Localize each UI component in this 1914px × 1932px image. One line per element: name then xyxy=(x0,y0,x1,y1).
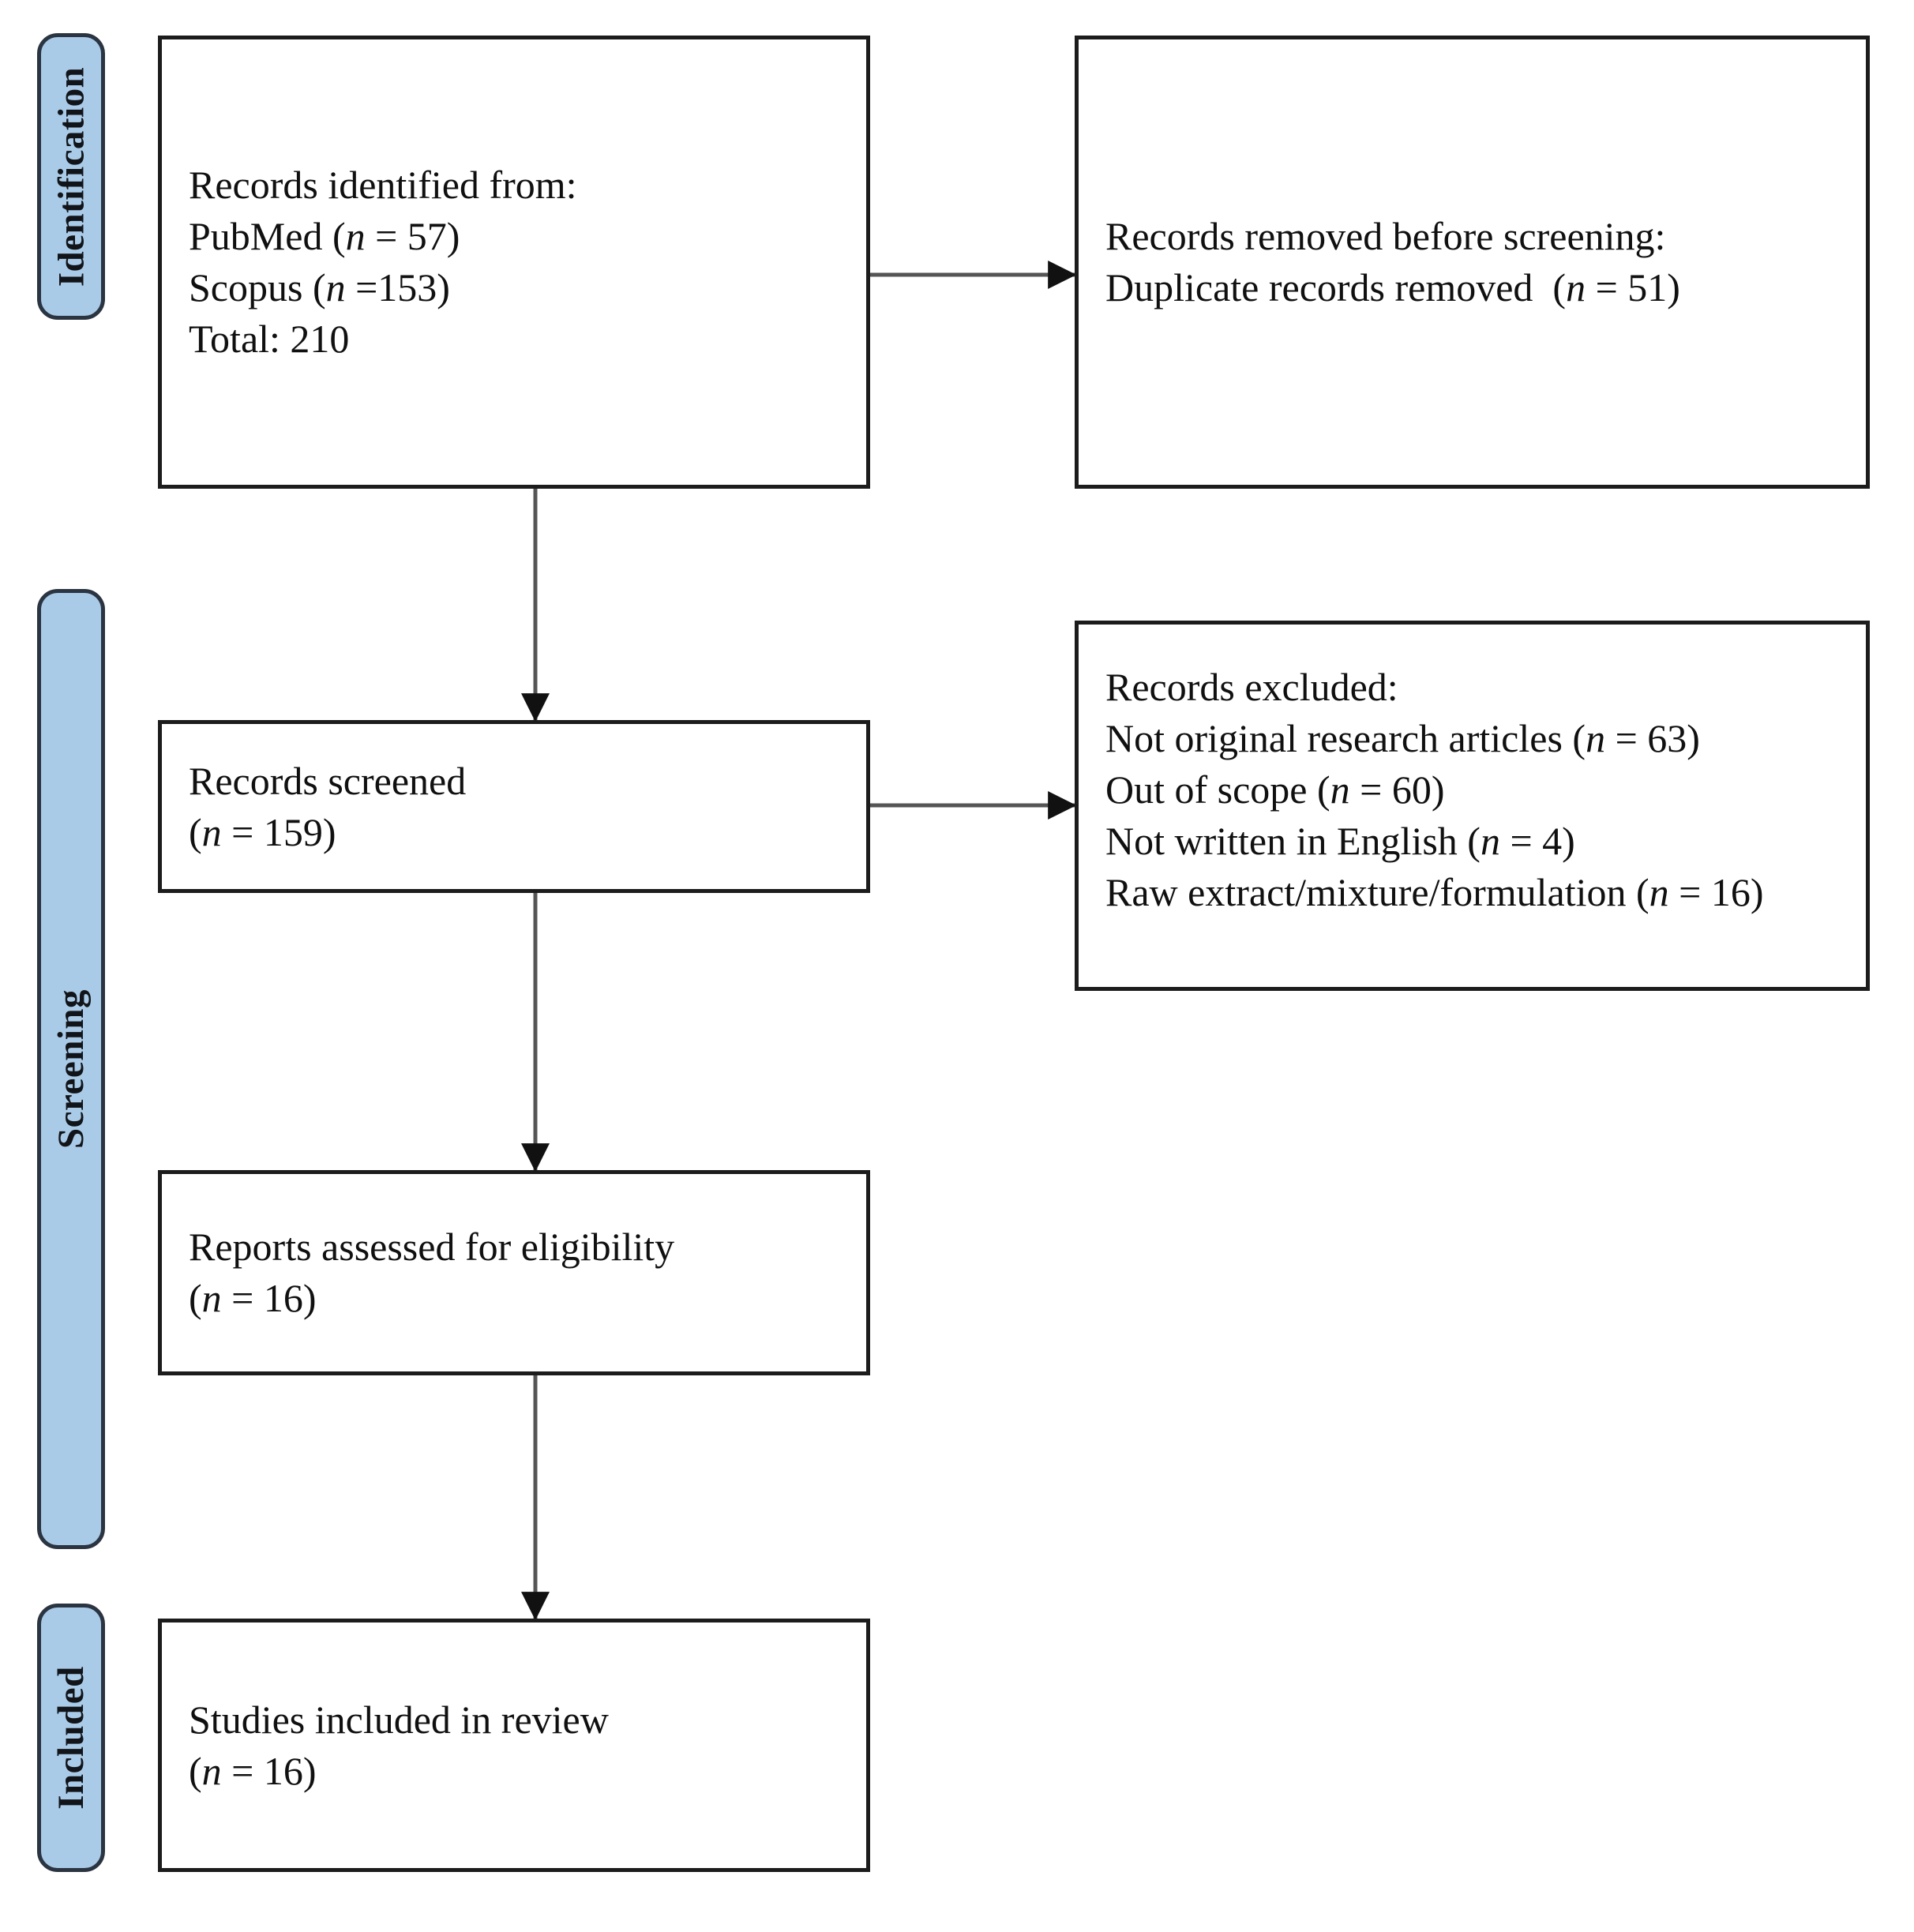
italic-n: n xyxy=(1330,767,1350,812)
box-text-line: (n = 16) xyxy=(189,1276,317,1320)
box-reports-assessed-text: Reports assessed for eligibility (n = 16) xyxy=(162,1221,866,1324)
box-text-line: Records screened xyxy=(189,758,467,803)
box-text-line: Not written in English (n = 4) xyxy=(1105,819,1575,863)
phase-pill-included: Included xyxy=(37,1604,105,1872)
box-reports-assessed: Reports assessed for eligibility (n = 16) xyxy=(158,1170,870,1375)
phase-pill-identification: Identification xyxy=(37,33,105,320)
box-records-excluded: Records excluded: Not original research a… xyxy=(1075,621,1870,991)
box-records-identified: Records identified from: PubMed (n = 57) S… xyxy=(158,36,870,489)
box-text-line: Not original research articles (n = 63) xyxy=(1105,716,1700,760)
box-text-line: Out of scope (n = 60) xyxy=(1105,767,1445,812)
italic-n: n xyxy=(1586,716,1606,760)
phase-label-included: Included xyxy=(51,1666,92,1810)
box-records-removed: Records removed before screening: Duplica… xyxy=(1075,36,1870,489)
italic-n: n xyxy=(1566,265,1586,309)
box-text-line: Records identified from: xyxy=(189,163,577,207)
box-text-line: Records excluded: xyxy=(1105,665,1398,709)
italic-n: n xyxy=(201,1748,222,1793)
phase-label-identification: Identification xyxy=(51,66,92,287)
italic-n: n xyxy=(345,214,366,258)
italic-n: n xyxy=(201,1276,222,1320)
box-text-line: Records removed before screening: xyxy=(1105,214,1666,258)
box-text-line: Raw extract/mixture/formulation (n = 16) xyxy=(1105,870,1764,914)
italic-n: n xyxy=(1480,819,1500,863)
box-records-removed-text: Records removed before screening: Duplica… xyxy=(1079,211,1866,313)
italic-n: n xyxy=(1649,870,1669,914)
box-records-screened-text: Records screened (n = 159) xyxy=(162,756,866,858)
italic-n: n xyxy=(325,265,346,309)
box-text-line: (n = 159) xyxy=(189,809,336,854)
box-text-line: (n = 16) xyxy=(189,1748,317,1793)
box-records-identified-text: Records identified from: PubMed (n = 57) S… xyxy=(162,159,866,365)
box-text-line: Duplicate records removed (n = 51) xyxy=(1105,265,1680,309)
italic-n: n xyxy=(201,809,222,854)
box-records-screened: Records screened (n = 159) xyxy=(158,720,870,893)
box-text-line: Total: 210 xyxy=(189,317,350,361)
box-records-excluded-text: Records excluded: Not original research a… xyxy=(1079,662,1866,918)
box-studies-included: Studies included in review (n = 16) xyxy=(158,1619,870,1872)
box-text-line: Reports assessed for eligibility xyxy=(189,1225,675,1269)
box-text-line: Studies included in review xyxy=(189,1697,609,1742)
phase-pill-screening: Screening xyxy=(37,589,105,1549)
phase-label-screening: Screening xyxy=(51,989,92,1150)
box-studies-included-text: Studies included in review (n = 16) xyxy=(162,1694,866,1797)
box-text-line: PubMed (n = 57) xyxy=(189,214,460,258)
box-text-line: Scopus (n =153) xyxy=(189,265,450,309)
